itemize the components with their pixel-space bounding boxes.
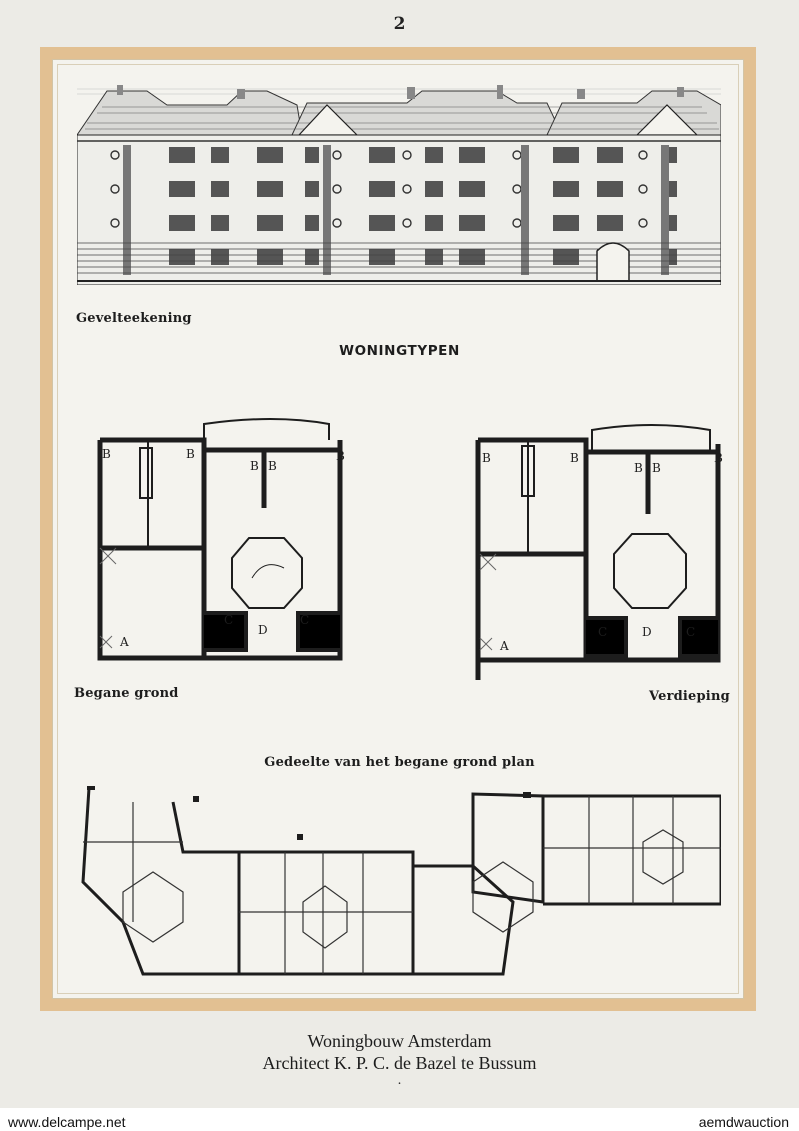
svg-text:B: B xyxy=(634,461,643,475)
architect-credit: Architect K. P. C. de Bazel te Bussum xyxy=(262,1053,537,1073)
source-watermark-left: www.delcampe.net xyxy=(8,1114,126,1130)
block-ground-plan xyxy=(81,786,721,976)
svg-text:C: C xyxy=(300,613,309,627)
svg-text:D: D xyxy=(258,623,268,637)
footer-mark: . xyxy=(397,1073,402,1088)
svg-text:B: B xyxy=(186,447,195,461)
plate-border xyxy=(57,64,739,994)
plate-title: Woningbouw Amsterdam xyxy=(307,1031,492,1051)
svg-text:A: A xyxy=(119,635,129,649)
block-plan-caption: Gedeelte van het begane grond plan xyxy=(264,755,535,770)
svg-text:B: B xyxy=(336,449,345,463)
svg-text:C: C xyxy=(686,625,695,639)
svg-text:A: A xyxy=(499,639,509,653)
svg-text:C: C xyxy=(598,625,607,639)
svg-text:B: B xyxy=(102,447,111,461)
svg-text:B: B xyxy=(250,459,259,473)
svg-text:B: B xyxy=(652,461,661,475)
ground-floor-caption: Begane grond xyxy=(74,686,179,701)
upper-floor-caption: Verdieping xyxy=(649,689,730,704)
svg-text:B: B xyxy=(268,459,277,473)
section-heading: WONINGTYPEN xyxy=(339,343,460,359)
source-watermark-right: aemdwauction xyxy=(698,1114,789,1130)
page-number: 2 xyxy=(393,14,406,34)
svg-text:B: B xyxy=(482,451,491,465)
svg-text:C: C xyxy=(224,613,233,627)
svg-text:B: B xyxy=(714,451,723,465)
elevation-caption: Gevelteekening xyxy=(76,311,192,326)
svg-text:D: D xyxy=(642,625,652,639)
svg-text:B: B xyxy=(570,451,579,465)
facade-elevation-drawing xyxy=(77,83,721,285)
